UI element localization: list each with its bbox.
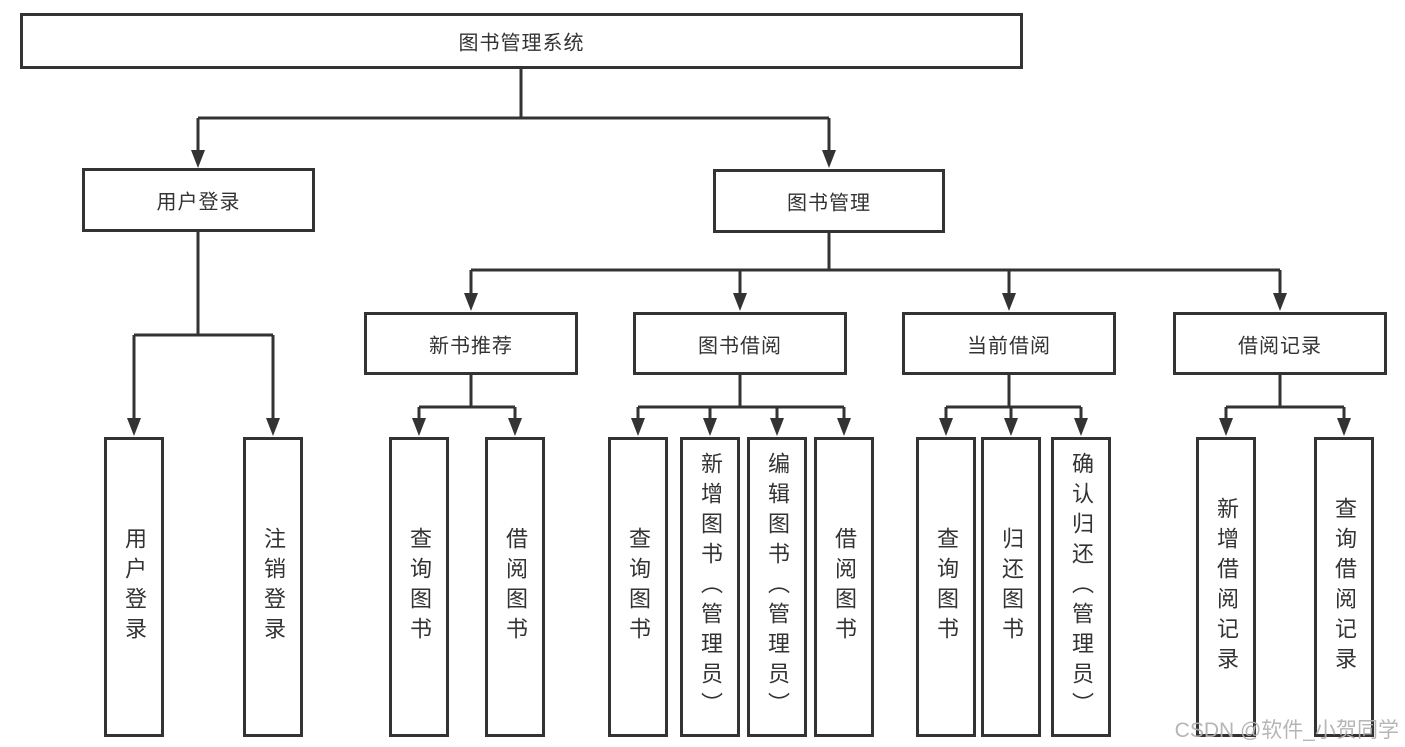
connector-newbook-to-leaves bbox=[417, 375, 517, 419]
leaf-br-add-record: 新增借阅记录 bbox=[1196, 437, 1256, 737]
arrowhead bbox=[412, 418, 426, 436]
leaf-cb-return-books-label: 归还图书 bbox=[999, 527, 1024, 647]
connector-root-to-level2 bbox=[196, 69, 831, 151]
leaf-br-query-record-label: 查询借阅记录 bbox=[1332, 497, 1357, 677]
arrowhead bbox=[703, 418, 717, 436]
node-new-book-recommendation: 新书推荐 bbox=[364, 312, 578, 375]
node-current-borrowing-label: 当前借阅 bbox=[967, 335, 1051, 357]
connector-bookmgmt-to-level3 bbox=[469, 233, 1282, 294]
leaf-logout: 注销登录 bbox=[243, 437, 303, 737]
leaf-bb-borrow-books-label: 借阅图书 bbox=[832, 527, 857, 647]
csdn-watermark: CSDN @软件_小贺同学 bbox=[1174, 719, 1399, 742]
leaf-cb-query-books-label: 查询图书 bbox=[934, 527, 959, 647]
leaf-br-add-record-label: 新增借阅记录 bbox=[1214, 497, 1239, 677]
node-book-management-label: 图书管理 bbox=[787, 192, 871, 215]
arrowhead bbox=[1273, 293, 1287, 311]
leaf-br-query-record: 查询借阅记录 bbox=[1314, 437, 1374, 737]
arrowhead bbox=[939, 418, 953, 436]
leaf-bb-borrow-books: 借阅图书 bbox=[814, 437, 874, 737]
arrowhead bbox=[1004, 418, 1018, 436]
leaf-bb-add-books-admin: 新增图书（管理员） bbox=[680, 437, 740, 737]
node-borrowing-records: 借阅记录 bbox=[1173, 312, 1387, 375]
node-new-book-recommendation-label: 新书推荐 bbox=[429, 335, 513, 357]
arrowhead bbox=[508, 418, 522, 436]
leaf-bb-query-books-label: 查询图书 bbox=[626, 527, 651, 647]
arrowhead bbox=[1002, 293, 1016, 311]
leaf-bb-query-books: 查询图书 bbox=[608, 437, 668, 737]
node-book-management: 图书管理 bbox=[713, 169, 945, 233]
node-user-login: 用户登录 bbox=[82, 168, 315, 232]
node-library-management-system: 图书管理系统 bbox=[20, 13, 1023, 69]
connector-userlogin-to-leaves bbox=[132, 232, 275, 419]
leaf-nbr-query-books: 查询图书 bbox=[389, 437, 449, 737]
connector-bookborrow-to-leaves bbox=[636, 375, 846, 419]
leaf-bb-add-books-admin-label: 新增图书（管理员） bbox=[698, 452, 723, 722]
leaf-cb-confirm-return-admin: 确认归还（管理员） bbox=[1051, 437, 1111, 737]
arrowhead bbox=[191, 150, 205, 168]
leaf-user-login: 用户登录 bbox=[104, 437, 164, 737]
arrowhead bbox=[127, 418, 141, 436]
leaf-bb-edit-books-admin-label: 编辑图书（管理员） bbox=[765, 452, 790, 722]
connector-records-to-leaves bbox=[1224, 375, 1346, 419]
arrowhead bbox=[1337, 418, 1351, 436]
arrowhead bbox=[770, 418, 784, 436]
node-book-borrowing-label: 图书借阅 bbox=[698, 335, 782, 357]
arrowhead bbox=[1074, 418, 1088, 436]
arrowhead bbox=[464, 293, 478, 311]
arrowhead bbox=[1219, 418, 1233, 436]
leaf-bb-edit-books-admin: 编辑图书（管理员） bbox=[747, 437, 807, 737]
arrowheads bbox=[127, 150, 1351, 436]
leaf-cb-confirm-return-admin-label: 确认归还（管理员） bbox=[1069, 452, 1094, 722]
leaf-cb-query-books: 查询图书 bbox=[916, 437, 976, 737]
leaf-nbr-borrow-books-label: 借阅图书 bbox=[503, 527, 528, 647]
leaf-nbr-borrow-books: 借阅图书 bbox=[485, 437, 545, 737]
connector-currentborrow-to-leaves bbox=[944, 375, 1083, 419]
node-borrowing-records-label: 借阅记录 bbox=[1238, 335, 1322, 357]
node-root-label: 图书管理系统 bbox=[458, 32, 585, 55]
arrowhead bbox=[733, 293, 747, 311]
arrowhead bbox=[631, 418, 645, 436]
arrowhead bbox=[837, 418, 851, 436]
leaf-cb-return-books: 归还图书 bbox=[981, 437, 1041, 737]
node-book-borrowing: 图书借阅 bbox=[633, 312, 847, 375]
node-user-login-label: 用户登录 bbox=[156, 191, 241, 214]
leaf-logout-label: 注销登录 bbox=[261, 527, 286, 647]
leaf-user-login-label: 用户登录 bbox=[122, 527, 147, 647]
node-current-borrowing: 当前借阅 bbox=[902, 312, 1116, 375]
arrowhead bbox=[822, 150, 836, 168]
leaf-nbr-query-books-label: 查询图书 bbox=[407, 527, 432, 647]
arrowhead bbox=[266, 418, 280, 436]
